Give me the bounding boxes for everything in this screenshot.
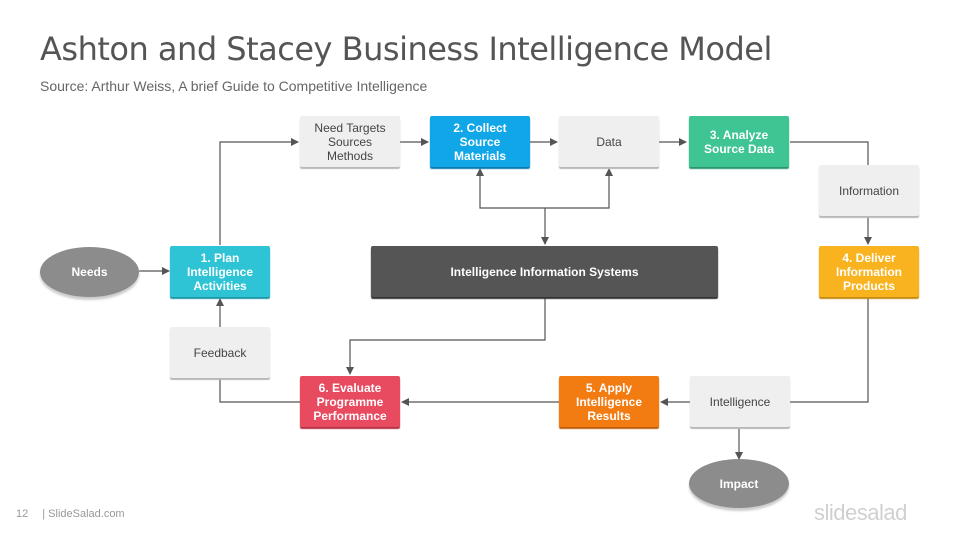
slide-subtitle: Source: Arthur Weiss, A brief Guide to C…: [40, 78, 428, 94]
arrow-iis-to-data: [545, 168, 613, 209]
page-number: 12: [16, 508, 29, 520]
intelligence-information-systems-box: Intelligence Information Systems: [371, 246, 718, 297]
feedback-box: Feedback: [170, 327, 270, 378]
arrow-plan-to-targets: [219, 138, 299, 245]
need-targets-box: Need Targets Sources Methods: [300, 116, 400, 167]
evaluate-performance-box: 6. Evaluate Programme Performance: [300, 376, 400, 427]
deliver-products-box: 4. Deliver Information Products: [819, 246, 919, 297]
plan-intelligence-box: 1. Plan Intelligence Activities: [170, 246, 270, 297]
impact-ellipse: Impact: [689, 459, 789, 508]
arrow-iis-to-evaluate: [346, 298, 546, 375]
arrow-deliver-to-intelligence: [790, 298, 869, 403]
footer-text: | SlideSalad.com: [42, 508, 125, 520]
footer: 12 | SlideSalad.com: [16, 508, 125, 520]
collect-source-box: 2. Collect Source Materials: [430, 116, 530, 167]
information-box: Information: [819, 165, 919, 216]
arrow-iis-to-collect: [476, 168, 545, 209]
data-box: Data: [559, 116, 659, 167]
slide-title: Ashton and Stacey Business Intelligence …: [40, 30, 772, 68]
slidesalad-logo: slidesalad: [814, 500, 907, 525]
analyze-source-box: 3. Analyze Source Data: [689, 116, 789, 167]
apply-results-box: 5. Apply Intelligence Results: [559, 376, 659, 427]
needs-ellipse: Needs: [40, 247, 139, 297]
line-analyze-to-information: [790, 141, 869, 165]
line-evaluate-to-feedback: [219, 378, 300, 403]
intelligence-box: Intelligence: [690, 376, 790, 427]
